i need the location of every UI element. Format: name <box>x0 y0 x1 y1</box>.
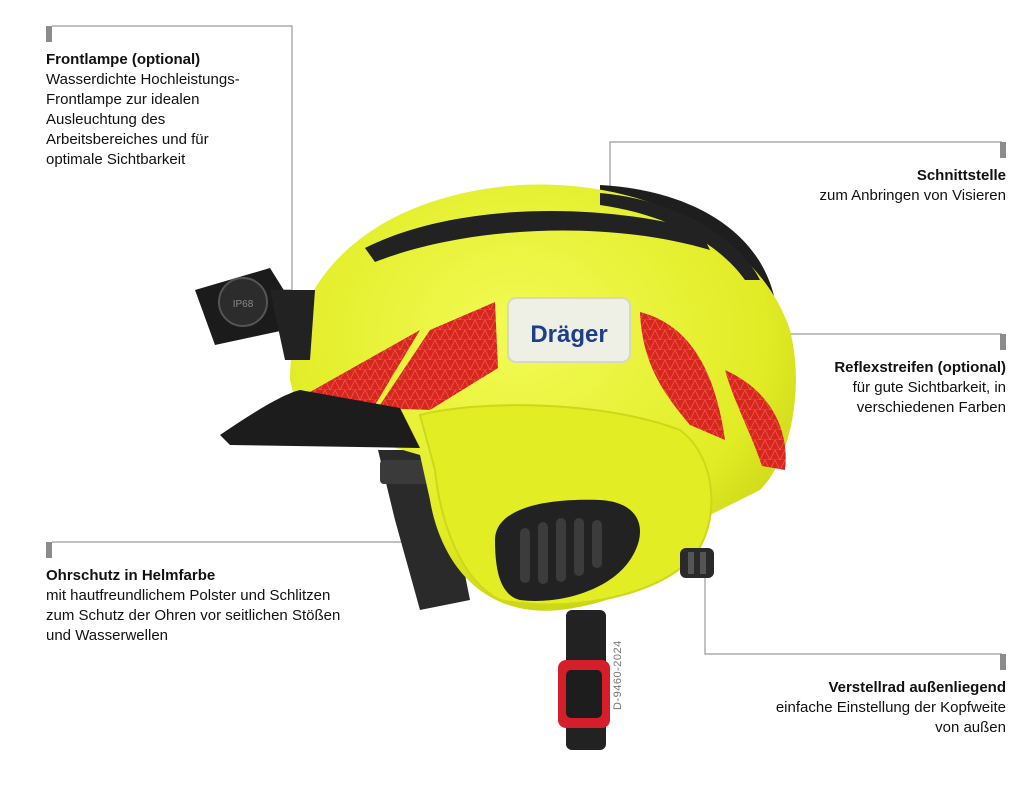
callout-title: Frontlampe (optional) <box>46 51 201 68</box>
callout-title: Reflexstreifen (optional) <box>834 359 1006 376</box>
reflective-stripe-2 <box>378 302 498 410</box>
callout-frontlampe: Frontlampe (optional) Wasserdichte Hochl… <box>46 50 286 170</box>
callout-text: von außen <box>935 719 1006 736</box>
callout-text: für gute Sichtbarkeit, in <box>852 379 1006 396</box>
callout-text: optimale Sichtbarkeit <box>46 151 186 168</box>
front-lamp: IP68 <box>195 268 315 360</box>
callout-schnittstelle: Schnittstelle zum Anbringen von Visieren <box>760 166 1006 206</box>
callout-verstellrad: Verstellrad außenliegend einfache Einste… <box>720 678 1006 738</box>
callout-text: einfache Einstellung der Kopfweite <box>775 699 1006 716</box>
top-vent <box>365 210 710 262</box>
callout-text: und Wasserwellen <box>46 627 168 644</box>
callout-reflexstreifen: Reflexstreifen (optional) für gute Sicht… <box>760 358 1006 418</box>
callout-text: zum Schutz der Ohren vor seitlichen Stöß… <box>46 607 341 624</box>
brand-plate <box>507 297 631 363</box>
adjustment-wheel <box>680 548 714 578</box>
reflective-stripe-1 <box>310 330 420 405</box>
callout-marker-schnittstelle <box>1000 142 1006 158</box>
callout-text: Wasserdichte Hochleistungs- <box>46 71 240 88</box>
leader-line-verstellrad <box>704 578 1002 655</box>
callout-text: Arbeitsbereiches und für <box>46 131 209 148</box>
reflective-stripe-3 <box>640 312 725 440</box>
callout-text: verschiedenen Farben <box>856 399 1006 416</box>
callout-text: mit hautfreundlichem Polster und Schlitz… <box>46 587 331 604</box>
callout-marker-ohrschutz <box>46 542 52 558</box>
document-id: D-9460-2024 <box>612 640 624 710</box>
helmet-brim <box>220 390 420 448</box>
callout-marker-reflexstreifen <box>1000 334 1006 350</box>
svg-text:IP68: IP68 <box>233 299 254 310</box>
reflective-stripe-4 <box>725 370 786 470</box>
callout-text: Frontlampe zur idealen <box>46 91 200 108</box>
callout-marker-verstellrad <box>1000 654 1006 670</box>
callout-text: zum Anbringen von Visieren <box>819 187 1006 204</box>
callout-text: Ausleuchtung des <box>46 111 166 128</box>
ear-vent <box>495 499 640 601</box>
callout-ohrschutz: Ohrschutz in Helmfarbe mit hautfreundlic… <box>46 566 426 646</box>
callout-title: Verstellrad außenliegend <box>828 679 1006 696</box>
callout-marker-frontlampe <box>46 26 52 42</box>
callout-title: Schnittstelle <box>916 167 1006 184</box>
brand-logo: Dräger <box>530 321 607 348</box>
callout-title: Ohrschutz in Helmfarbe <box>46 567 216 584</box>
